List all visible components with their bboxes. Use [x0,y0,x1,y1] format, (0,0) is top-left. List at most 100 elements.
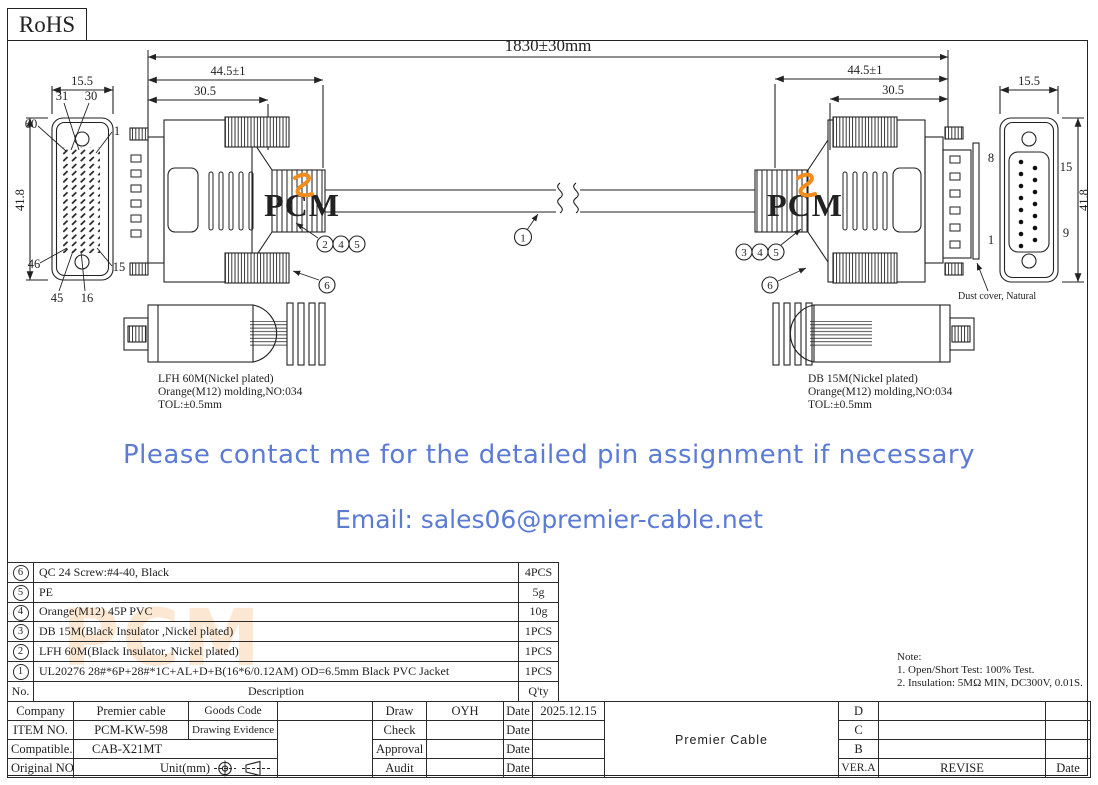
callout-1: 1 [520,233,526,245]
bom-header-qty: Q'ty [518,680,559,702]
tb-unit-label: Unit(mm) [160,760,210,775]
tb-date-label-3: Date [503,739,533,759]
bom-item-no: 4 [12,604,29,621]
tb-check-label: Check [372,720,427,740]
bom-description: LFH 60M(Black Insulator, Nickel plated) [33,641,519,662]
overall-dim-text: 1830±30mm [505,36,592,55]
tb-company-label: Company [7,701,74,721]
pin-1: 1 [114,124,120,138]
contact-message: Please contact me for the detailed pin a… [122,440,976,470]
callout-5r: 5 [773,247,779,259]
tb-rev-c-date [1045,720,1091,740]
tb-approval-label: Approval [372,739,427,759]
pin-15r: 15 [1060,160,1073,174]
bom-item-no: 5 [12,584,29,601]
tb-unit-cell: Unit(mm) [73,758,278,778]
bom-item-no: 2 [12,644,29,661]
bom-description: UL20276 28#*6P+28#*1C+AL+D+B(16*6/0.12AM… [33,660,519,682]
tb-goods-code-label: Goods Code [188,701,278,721]
svg-text:PCM: PCM [264,187,340,223]
pcm-logo-left: PCM [264,172,340,223]
tb-rev-c-desc [878,720,1046,740]
right-top-view: DB 15M(Nickel plated) Orange(M12) moldin… [772,302,975,411]
tb-revise-date-label: Date [1045,758,1091,778]
tb-date-label-2: Date [503,720,533,740]
tb-date-value-4 [532,758,605,778]
tb-company-value: Premier cable [73,701,189,721]
bom-qty: 1PCS [518,641,559,662]
title-block: Company Premier cable Goods Code Draw OY… [7,701,1091,778]
tb-rev-c: C [838,720,879,740]
pin-46: 46 [28,257,41,271]
tb-compatible-value: CAB-X21MT [73,739,278,759]
bom-row: 1 UL20276 28#*6P+28#*1C+AL+D+B(16*6/0.12… [7,660,559,682]
bom-description: PE [33,581,519,603]
pin-1r: 1 [988,233,994,247]
bom-qty: 1PCS [518,621,559,643]
tb-audit-value [426,758,504,778]
bom-item-no: 6 [12,565,29,582]
pin-15: 15 [113,260,126,274]
right-label-2: Orange(M12) molding,NO:034 [808,386,953,398]
callout-6-right: 6 [767,280,773,292]
pin-31: 31 [56,89,69,103]
pin-60: 60 [25,117,38,131]
tb-item-no-label: ITEM NO. [7,720,74,740]
tb-ver-a: VER.A [838,758,879,778]
callout-4r: 4 [757,247,763,259]
bom-item-no: 3 [12,624,29,641]
tb-rev-d-date [1045,701,1091,721]
rohs-label: RoHS [18,11,76,37]
note-title: Note: [897,651,922,663]
bom-row: 5 PE 5g [7,581,559,603]
overall-dimension: 1830±30mm [147,36,949,127]
right-face-width: 15.5 [1018,74,1040,88]
bom-row: 4 Orange(M12) 45P PVC 10g [7,601,559,623]
left-label-3: TOL:±0.5mm [158,399,222,411]
pcm-logo-right: PCM [767,172,842,223]
tb-date-value-1: 2025.12.15 [532,701,605,721]
bom-header-row: No. Description Q'ty [7,680,559,702]
bom-description: QC 24 Screw:#4-40, Black [33,562,519,583]
bom-qty: 10g [518,601,559,623]
tb-rev-b-date [1045,739,1091,759]
tb-goods-code-value [277,701,373,721]
left-label-1: LFH 60M(Nickel plated) [158,373,274,385]
contact-email[interactable]: Email: sales06@premier-cable.net [335,505,763,534]
note-line-1: 1. Open/Short Test: 100% Test. [897,664,1035,676]
left-face-view: 15.5 41.8 31 30 60 1 46 15 45 16 [13,74,125,305]
projection-symbol [214,760,270,776]
bom-qty: 1PCS [518,660,559,682]
left-dim-b: 30.5 [194,84,216,98]
tb-revise-label: REVISE [878,758,1046,778]
right-label-1: DB 15M(Nickel plated) [808,373,918,385]
left-face-width: 15.5 [71,74,93,88]
cable: 1 [325,182,755,247]
cable-drawing: 1830±30mm 15.5 41.8 31 [13,36,1091,411]
callout-6-left: 6 [324,280,330,292]
tb-date-label-4: Date [503,758,533,778]
callout-5: 5 [354,239,360,251]
tb-date-value-2 [532,720,605,740]
pin-16: 16 [81,291,94,305]
tb-rev-d-desc [878,701,1046,721]
left-label-2: Orange(M12) molding,NO:034 [158,386,303,398]
right-dim-a: 44.5±1 [848,63,883,77]
bom-description: DB 15M(Black Insulator ,Nickel plated) [33,621,519,643]
bom-row: 2 LFH 60M(Black Insulator, Nickel plated… [7,641,559,662]
left-dim-a: 44.5±1 [211,64,246,78]
tb-rev-b: B [838,739,879,759]
right-dim-b: 30.5 [882,83,904,97]
bom-table: 6 QC 24 Screw:#4-40, Black 4PCS 5 PE 5g … [7,562,559,702]
bom-row: 6 QC 24 Screw:#4-40, Black 4PCS [7,562,559,583]
tb-rev-d: D [838,701,879,721]
left-side-view: 44.5±1 30.5 [129,64,366,294]
left-face-height: 41.8 [13,189,27,211]
bom-qty: 4PCS [518,562,559,583]
tb-check-value [426,720,504,740]
tb-draw-value: OYH [426,701,504,721]
tb-rev-b-desc [878,739,1046,759]
tb-original-no-label: Original NO. [7,758,74,778]
tb-date-value-3 [532,739,605,759]
